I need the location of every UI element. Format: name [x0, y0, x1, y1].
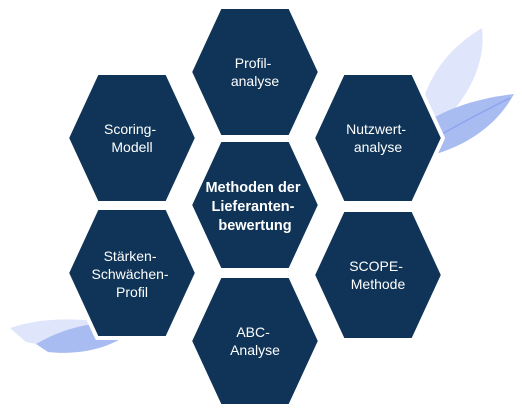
label-line: Analyse [230, 342, 280, 358]
label-line: SCOPE- [349, 258, 403, 274]
hex-label-scope-methode: SCOPE- Methode [349, 258, 407, 292]
label-line: Profil [116, 284, 148, 300]
label-line: analyse [354, 139, 402, 155]
label-line: analyse [231, 73, 279, 89]
label-line: Methoden der [205, 180, 300, 196]
label-line: ABC- [236, 324, 270, 340]
hex-shape-profilanalyse [188, 5, 322, 139]
label-line: Profil- [235, 55, 272, 71]
hex-scope-methode: SCOPE- Methode [311, 208, 445, 342]
hex-label-staerken-schwaechen-profil: Stärken- Schwächen- Profil [92, 248, 173, 300]
hex-nutzwertanalyse: Nutzwert- analyse [311, 71, 445, 205]
hexagon-layer: Profil- analyse Nutzwert- analyse SCOPE-… [65, 5, 445, 408]
label-line: Scoring- [104, 121, 156, 137]
hex-label-abc-analyse: ABC- Analyse [230, 324, 280, 358]
hex-shape-nutzwertanalyse [311, 71, 445, 205]
label-line: Stärken- [104, 248, 157, 264]
hex-shape-center [188, 138, 322, 272]
label-line: bewertung [218, 218, 291, 234]
hex-label-center: Methoden der Lieferanten- bewertung [205, 180, 304, 234]
hex-staerken-schwaechen-profil: Stärken- Schwächen- Profil [65, 206, 199, 340]
hex-shape-scoring-modell [65, 71, 199, 205]
hex-shape-scope-methode [311, 208, 445, 342]
label-line: Lieferanten- [211, 199, 294, 215]
hex-abc-analyse: ABC- Analyse [188, 274, 322, 408]
leaf-right-back [418, 28, 483, 128]
hex-label-nutzwertanalyse: Nutzwert- analyse [346, 121, 410, 155]
hex-shape-staerken-schwaechen-profil [65, 206, 199, 340]
hex-label-scoring-modell: Scoring- Modell [104, 121, 160, 155]
label-line: Methode [351, 276, 406, 292]
label-line: Nutzwert- [346, 121, 406, 137]
hex-profilanalyse: Profil- analyse [188, 5, 322, 139]
hex-scoring-modell: Scoring- Modell [65, 71, 199, 205]
label-line: Modell [111, 139, 152, 155]
label-line: Schwächen- [92, 266, 169, 282]
hex-center: Methoden der Lieferanten- bewertung [188, 138, 322, 272]
hex-label-profilanalyse: Profil- analyse [231, 55, 279, 89]
hex-shape-abc-analyse [188, 274, 322, 408]
